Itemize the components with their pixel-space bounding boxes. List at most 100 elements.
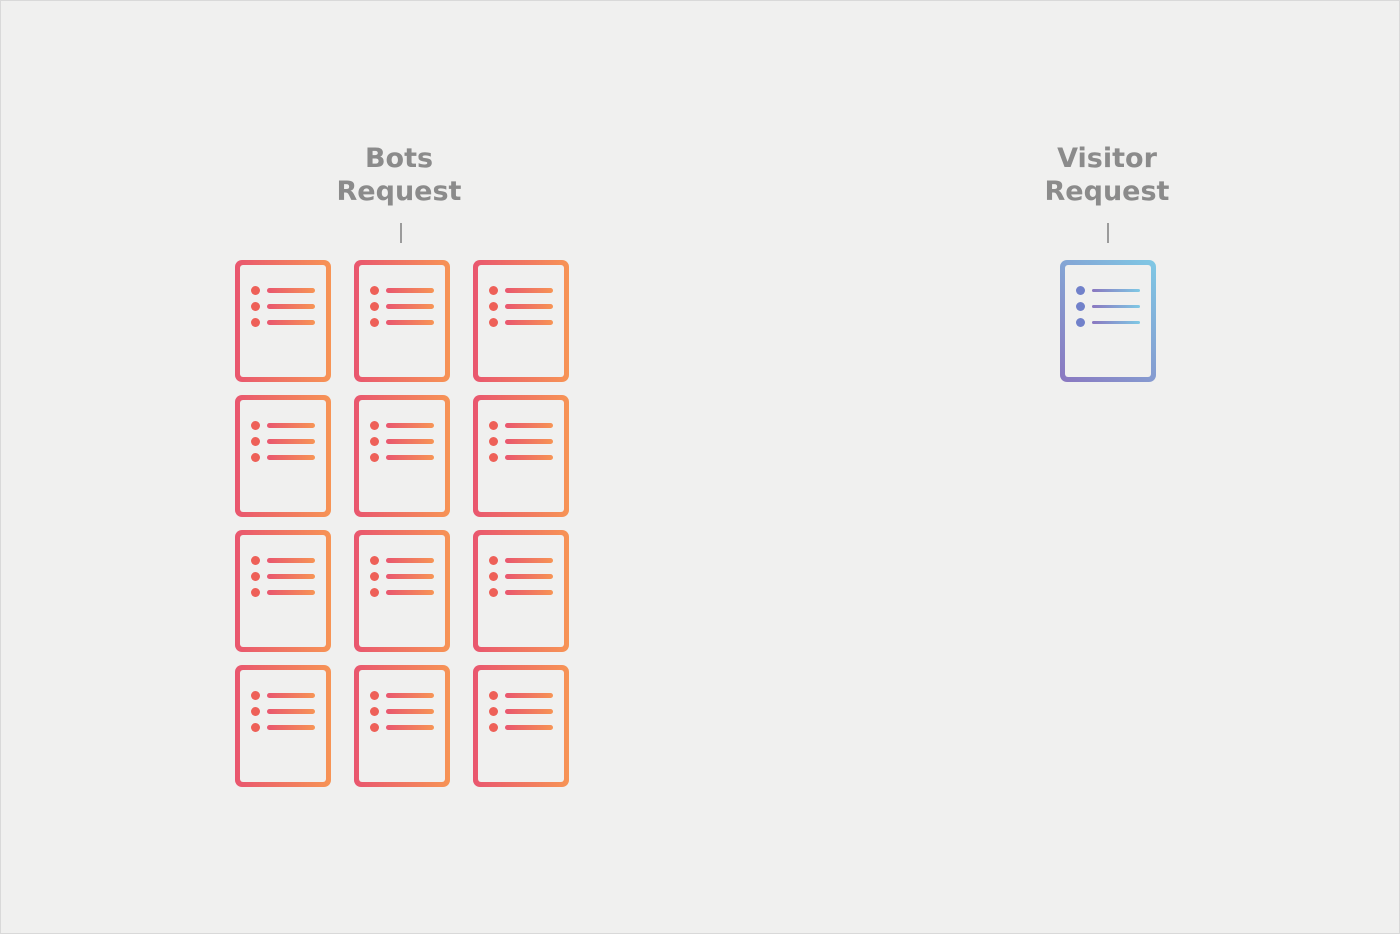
bullet-dot-icon xyxy=(1076,286,1085,295)
document-list-row xyxy=(370,421,450,430)
text-line-icon xyxy=(505,455,553,460)
text-line-icon xyxy=(386,455,434,460)
document-list-row xyxy=(251,556,331,565)
text-line-icon xyxy=(386,709,434,714)
bot-request-document-icon xyxy=(235,395,331,517)
document-list-row xyxy=(251,691,331,700)
bot-request-document-icon xyxy=(235,260,331,382)
text-line-icon xyxy=(505,288,553,293)
text-line-icon xyxy=(505,590,553,595)
bot-request-document-icon xyxy=(354,665,450,787)
text-line-icon xyxy=(267,590,315,595)
document-list-row xyxy=(1076,318,1156,327)
bullet-dot-icon xyxy=(489,421,498,430)
document-list-row xyxy=(370,707,450,716)
bullet-dot-icon xyxy=(251,707,260,716)
text-line-icon xyxy=(267,455,315,460)
document-list-row xyxy=(489,723,569,732)
bot-request-document-icon xyxy=(354,530,450,652)
document-list-row xyxy=(370,723,450,732)
text-line-icon xyxy=(267,304,315,309)
document-list-row xyxy=(489,691,569,700)
text-line-icon xyxy=(386,725,434,730)
bullet-dot-icon xyxy=(370,707,379,716)
text-line-icon xyxy=(267,558,315,563)
bullet-dot-icon xyxy=(251,556,260,565)
text-line-icon xyxy=(267,574,315,579)
text-line-icon xyxy=(386,423,434,428)
document-list-row xyxy=(251,572,331,581)
text-line-icon xyxy=(386,439,434,444)
bullet-dot-icon xyxy=(370,421,379,430)
bullet-dot-icon xyxy=(251,723,260,732)
text-line-icon xyxy=(1092,305,1140,308)
bullet-dot-icon xyxy=(251,453,260,462)
text-line-icon xyxy=(505,693,553,698)
document-list-row xyxy=(251,286,331,295)
text-line-icon xyxy=(267,423,315,428)
text-line-icon xyxy=(267,439,315,444)
document-list-row xyxy=(251,453,331,462)
bot-request-document-icon xyxy=(473,260,569,382)
document-list-row xyxy=(251,318,331,327)
text-line-icon xyxy=(1092,289,1140,292)
document-list-row xyxy=(489,302,569,311)
bullet-dot-icon xyxy=(489,437,498,446)
text-line-icon xyxy=(267,320,315,325)
document-list-row xyxy=(489,421,569,430)
text-line-icon xyxy=(386,320,434,325)
document-list-row xyxy=(489,286,569,295)
bots-connector-line xyxy=(400,223,402,243)
document-list-row xyxy=(489,318,569,327)
text-line-icon xyxy=(1092,321,1140,324)
text-line-icon xyxy=(267,709,315,714)
bullet-dot-icon xyxy=(1076,318,1085,327)
bot-request-document-icon xyxy=(235,665,331,787)
text-line-icon xyxy=(505,558,553,563)
visitor-documents-grid xyxy=(1060,260,1156,382)
document-list-row xyxy=(489,572,569,581)
text-line-icon xyxy=(386,288,434,293)
bullet-dot-icon xyxy=(370,286,379,295)
bullet-dot-icon xyxy=(251,691,260,700)
bullet-dot-icon xyxy=(251,588,260,597)
bullet-dot-icon xyxy=(370,691,379,700)
document-list-row xyxy=(251,302,331,311)
document-list-row xyxy=(370,572,450,581)
bot-request-document-icon xyxy=(473,395,569,517)
text-line-icon xyxy=(386,304,434,309)
bullet-dot-icon xyxy=(489,286,498,295)
text-line-icon xyxy=(505,725,553,730)
document-list-row xyxy=(1076,286,1156,295)
text-line-icon xyxy=(505,320,553,325)
bullet-dot-icon xyxy=(370,437,379,446)
bullet-dot-icon xyxy=(370,588,379,597)
document-list-row xyxy=(370,588,450,597)
bullet-dot-icon xyxy=(370,453,379,462)
bullet-dot-icon xyxy=(251,286,260,295)
bot-request-document-icon xyxy=(473,665,569,787)
text-line-icon xyxy=(267,288,315,293)
visitor-request-label: Visitor Request xyxy=(1044,143,1170,207)
bullet-dot-icon xyxy=(489,691,498,700)
bullet-dot-icon xyxy=(489,453,498,462)
document-list-row xyxy=(370,302,450,311)
text-line-icon xyxy=(386,693,434,698)
document-list-row xyxy=(489,707,569,716)
text-line-icon xyxy=(505,709,553,714)
bullet-dot-icon xyxy=(251,318,260,327)
bullet-dot-icon xyxy=(489,707,498,716)
bullet-dot-icon xyxy=(370,302,379,311)
document-list-row xyxy=(251,723,331,732)
bullet-dot-icon xyxy=(370,572,379,581)
document-list-row xyxy=(489,437,569,446)
bullet-dot-icon xyxy=(489,318,498,327)
visitor-connector-line xyxy=(1107,223,1109,243)
text-line-icon xyxy=(267,725,315,730)
document-list-row xyxy=(370,437,450,446)
bullet-dot-icon xyxy=(251,437,260,446)
text-line-icon xyxy=(386,590,434,595)
text-line-icon xyxy=(267,693,315,698)
bullet-dot-icon xyxy=(1076,302,1085,311)
